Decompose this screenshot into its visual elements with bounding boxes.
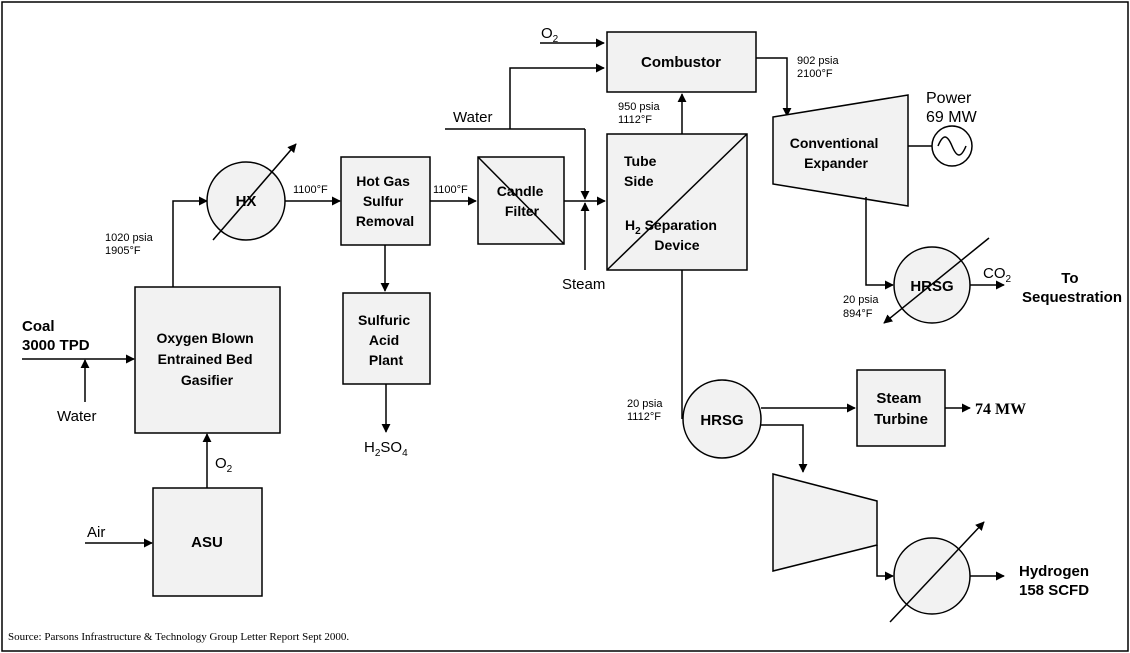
hx-out-temp: 1100°F xyxy=(293,184,328,196)
combustor-in-conditions: 950 psia 1112°F xyxy=(618,101,663,126)
water-input-label: Water xyxy=(57,408,96,425)
water-top-label: Water xyxy=(453,109,492,126)
conventional-expander-label: Conventional Expander xyxy=(790,135,883,171)
hx-diagonal-arrow xyxy=(212,143,297,241)
steam-input-label: Steam xyxy=(562,276,605,293)
steam-turbine-box xyxy=(856,369,946,447)
h2-separation-diagonal xyxy=(606,133,748,271)
gasifier-out-conditions: 1020 psia 1905°F xyxy=(105,232,156,257)
combustor-out-conditions: 902 psia 2100°F xyxy=(797,55,842,80)
hydrogen-cooler-diagonal-arrow xyxy=(889,521,985,623)
gasifier-box xyxy=(134,286,281,434)
hotgas-out-temp: 1100°F xyxy=(433,184,468,196)
hot-gas-sulfur-removal-box xyxy=(340,156,431,246)
combustor-box xyxy=(606,31,757,93)
hrsg1-in-conditions: 20 psia 894°F xyxy=(843,294,882,320)
source-note: Source: Parsons Infrastructure & Technol… xyxy=(8,631,349,643)
asu-o2-label: O2 xyxy=(215,455,233,475)
candle-filter-label: Candle Filter xyxy=(497,183,548,219)
power-output-label: Power 69 MW xyxy=(926,90,978,126)
steam-turbine-label: Steam Turbine xyxy=(874,390,928,428)
gasifier-label: Oxygen Blown Entrained Bed Gasifier xyxy=(156,330,257,388)
combustor-o2-label: O2 xyxy=(541,25,559,45)
combustor-label: Combustor xyxy=(641,54,721,71)
hx-label: HX xyxy=(236,193,257,210)
h2-separation-title: H2 Separation xyxy=(625,217,717,237)
asu-box xyxy=(152,487,263,597)
sequestration-label: To Sequestration xyxy=(1022,270,1122,306)
h2so4-label: H2SO4 xyxy=(364,439,408,459)
hydrogen-output-label: Hydrogen 158 SCFD xyxy=(1019,563,1093,599)
hot-gas-sulfur-removal-label: Hot Gas Sulfur Removal xyxy=(356,173,414,229)
steam-turbine-output-label: 74 MW xyxy=(975,401,1026,418)
combustor-to-expander-arrow xyxy=(756,57,792,117)
coal-input-label: Coal 3000 TPD xyxy=(22,318,90,354)
co2-label: CO2 xyxy=(983,265,1012,285)
hydrogen-compressor xyxy=(772,473,878,572)
sulfuric-acid-plant-box xyxy=(342,292,431,385)
hrsg1-steam-arrow xyxy=(883,237,990,324)
hrsg2-in-conditions: 20 psia 1112°F xyxy=(627,398,666,423)
expander-to-hrsg-arrow xyxy=(865,197,894,290)
air-input-label: Air xyxy=(87,524,105,541)
gasifier-to-hx-arrow xyxy=(172,196,208,287)
h2-separation-label: Tube Side xyxy=(624,153,660,189)
hrsg2-to-compressor-arrow xyxy=(761,424,808,473)
hrsg1-label: HRSG xyxy=(910,278,953,295)
hrsg2-circle xyxy=(682,379,762,459)
asu-label: ASU xyxy=(191,534,223,551)
conventional-expander xyxy=(772,94,909,207)
candle-filter-diagonal xyxy=(477,156,565,245)
compressor-to-cooler-arrow xyxy=(876,545,894,581)
hrsg2-label: HRSG xyxy=(700,412,743,429)
sulfuric-acid-plant-label: Sulfuric Acid Plant xyxy=(358,312,414,368)
generator-sine-wave xyxy=(937,136,967,156)
water-to-combustor-arrow xyxy=(509,63,605,129)
h2-separation-device-word: Device xyxy=(654,237,699,253)
